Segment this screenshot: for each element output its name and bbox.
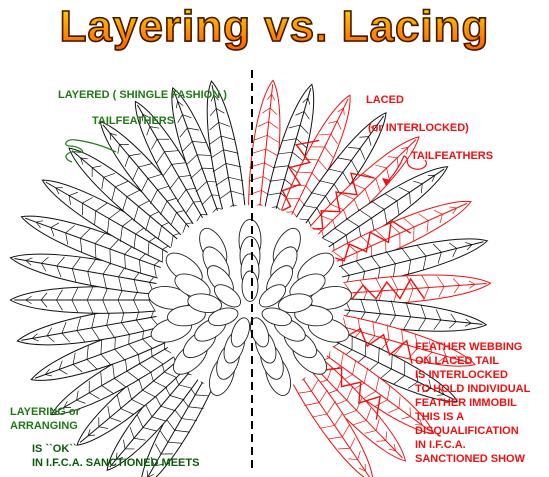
status-line1: IS ``OK`` (32, 443, 77, 455)
right-tailfeathers-label: TAILFEATHERS (411, 150, 494, 162)
interlock-webbing (328, 219, 412, 262)
interlock-webbing (306, 172, 375, 231)
covert-feather (187, 293, 223, 313)
covert-feather (289, 273, 326, 299)
tail-coverts (148, 205, 352, 396)
left-tailfeathers-label: TAILFEATHERS (92, 115, 175, 127)
note-line: THIS IS A (415, 411, 465, 423)
note-line: SANCTIONED SHOW (415, 453, 525, 465)
laced-heading: LACED (366, 94, 404, 106)
right-squiggle-arrow (385, 155, 427, 185)
left-squiggle-arrow (65, 139, 117, 163)
covert-feather (167, 305, 206, 327)
tailfeather (68, 147, 213, 270)
laced-subheading: (or INTERLOCKED) (368, 122, 469, 134)
tailfeather (41, 179, 206, 279)
interlock-webbing (275, 139, 320, 215)
note-line: DISQUALIFICATION (415, 425, 519, 437)
interlock-webbing (321, 353, 381, 420)
covert-feather (261, 307, 292, 327)
layering-note-line2: ARRANGING (10, 420, 78, 432)
covert-feather (208, 307, 239, 327)
covert-feather (294, 305, 333, 327)
layered-heading: LAYERED ( SHINGLE FASHION ) (58, 89, 227, 101)
note-line: TO HOLD INDIVIDUAL (415, 383, 531, 395)
right-arrow-head (382, 178, 391, 186)
layering-note-line1: LAYERING or (10, 406, 80, 418)
covert-feather (258, 284, 287, 308)
diagram-title: Layering vs. Lacing (0, 1, 549, 52)
note-line: IN I.F.C.A. (415, 439, 466, 451)
covert-feather (230, 317, 250, 348)
interlock-webbing (338, 277, 425, 300)
covert-feather (241, 270, 259, 302)
note-line: IS INTERLOCKED (415, 369, 508, 381)
covert-feather (213, 284, 242, 308)
covert-feather (174, 273, 211, 299)
note-line: FEATHER IMMOBIL (415, 397, 517, 409)
covert-feather (277, 293, 313, 313)
tailfeather (206, 80, 247, 248)
note-line: ON LACED TAIL (415, 355, 500, 367)
note-line: FEATHER WEBBING (415, 341, 523, 353)
status-line2: IN I.F.C.A. SANCTIONED MEETS (32, 457, 200, 469)
